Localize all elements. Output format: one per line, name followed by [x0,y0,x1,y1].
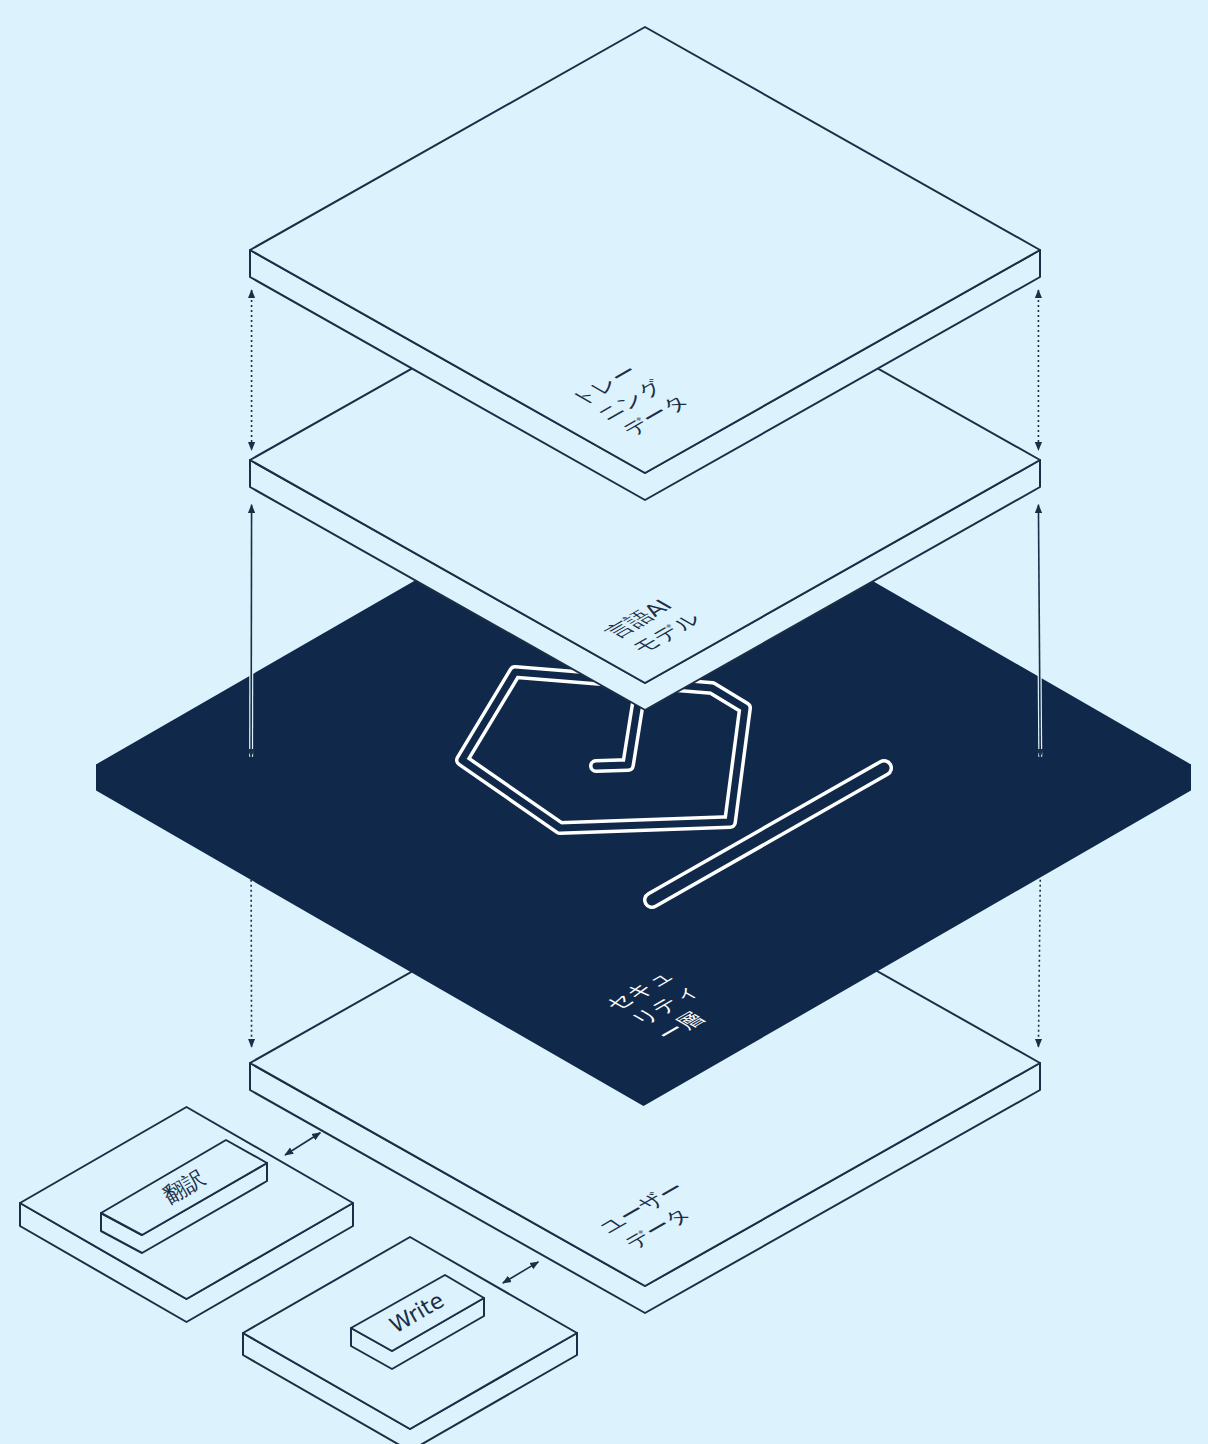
button-top [101,1140,267,1235]
connector [1038,290,1039,450]
connector [251,290,252,450]
plate-top [250,840,1040,1286]
training-data-layer: トレーニングデータ [250,27,1040,507]
plate-top [20,1107,353,1299]
plate-outline [20,1107,353,1327]
write-app-plate: Write [243,1237,577,1444]
translate-app-plate: 翻訳 [20,1107,353,1327]
connector-line [285,1133,320,1155]
connector-line [503,1262,538,1283]
plate-top [243,1237,577,1429]
connector-line [1038,880,1040,1047]
button-top [351,1275,484,1351]
connector-line [250,880,252,1047]
connector [251,880,252,1047]
connector-line [251,290,253,450]
connector-line [1038,290,1040,450]
connector [285,1133,320,1155]
plate-outline [243,1237,577,1444]
plate-top [97,450,1190,1080]
connector [503,1262,538,1283]
connector [1038,880,1040,1047]
